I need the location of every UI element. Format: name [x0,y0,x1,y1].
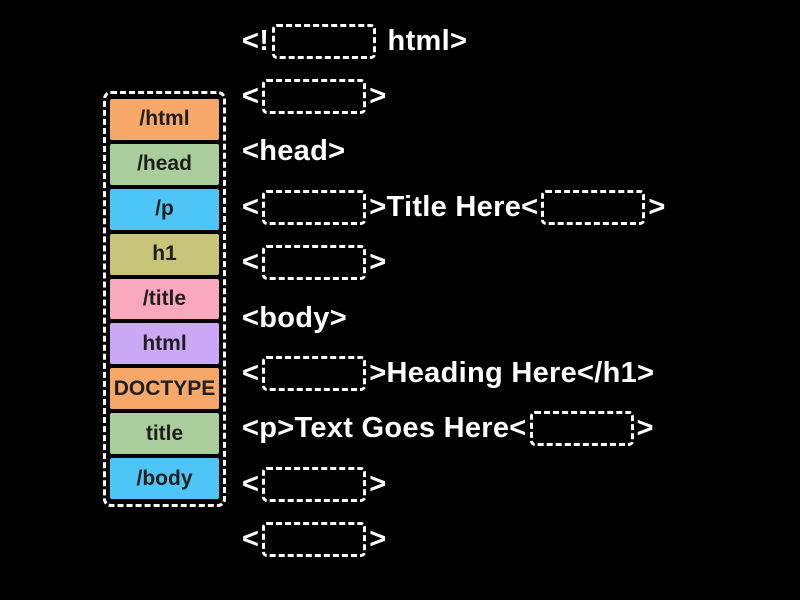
code-text: > [636,412,654,445]
code-line-3: <head> [242,124,345,180]
code-text: html> [379,24,468,57]
code-line-2: <> [242,68,387,124]
code-line-6: <body> [242,290,347,346]
code-line-4: < >Title Here< > [242,179,666,235]
code-text: > [648,190,666,223]
blank-drop-slot[interactable] [262,245,367,281]
blank-drop-slot[interactable] [262,78,367,114]
code-text: <head> [242,135,346,168]
code-text: < [242,190,260,223]
code-text: < [242,523,260,556]
code-text: > [369,79,387,112]
code-line-9: <> [242,456,387,512]
drag-tile-html[interactable]: html [110,323,219,365]
drag-tile-end-body[interactable]: /body [110,458,219,500]
code-text: <body> [242,301,347,334]
code-text: <p>Text Goes Here< [242,412,527,445]
code-text: <! [242,24,270,57]
code-text: >Title Here< [369,190,539,223]
code-text: >Heading Here</h1> [369,356,655,389]
blank-drop-slot[interactable] [262,189,367,225]
drag-tile-end-p[interactable]: /p [110,188,219,230]
code-text: > [369,246,387,279]
code-text: < [242,79,260,112]
code-text: > [369,467,387,500]
blank-drop-slot[interactable] [262,466,367,502]
code-line-1: <! html> [242,13,467,69]
code-line-10: <> [242,512,387,568]
code-text: < [242,467,260,500]
drag-tile-title[interactable]: title [110,413,219,455]
blank-drop-slot[interactable] [272,23,377,59]
code-text: < [242,356,260,389]
blank-drop-slot[interactable] [262,355,367,391]
blank-drop-slot[interactable] [529,411,634,447]
drag-tile-doctype[interactable]: DOCTYPE [110,368,219,410]
drag-tile-end-title[interactable]: /title [110,278,219,320]
blank-drop-slot[interactable] [262,522,367,558]
code-text: > [369,523,387,556]
drag-tile-end-head[interactable]: /head [110,143,219,185]
code-text: < [242,246,260,279]
code-line-5: <> [242,235,387,291]
blank-drop-slot[interactable] [541,189,646,225]
code-line-8: <p>Text Goes Here< > [242,401,654,457]
drag-tile-end-html[interactable]: /html [110,99,219,140]
drag-tile-h1[interactable]: h1 [110,233,219,275]
code-lines-area: <! html><><head><>Title Here<><><body><>… [242,0,800,600]
code-line-7: < >Heading Here</h1> [242,345,654,401]
